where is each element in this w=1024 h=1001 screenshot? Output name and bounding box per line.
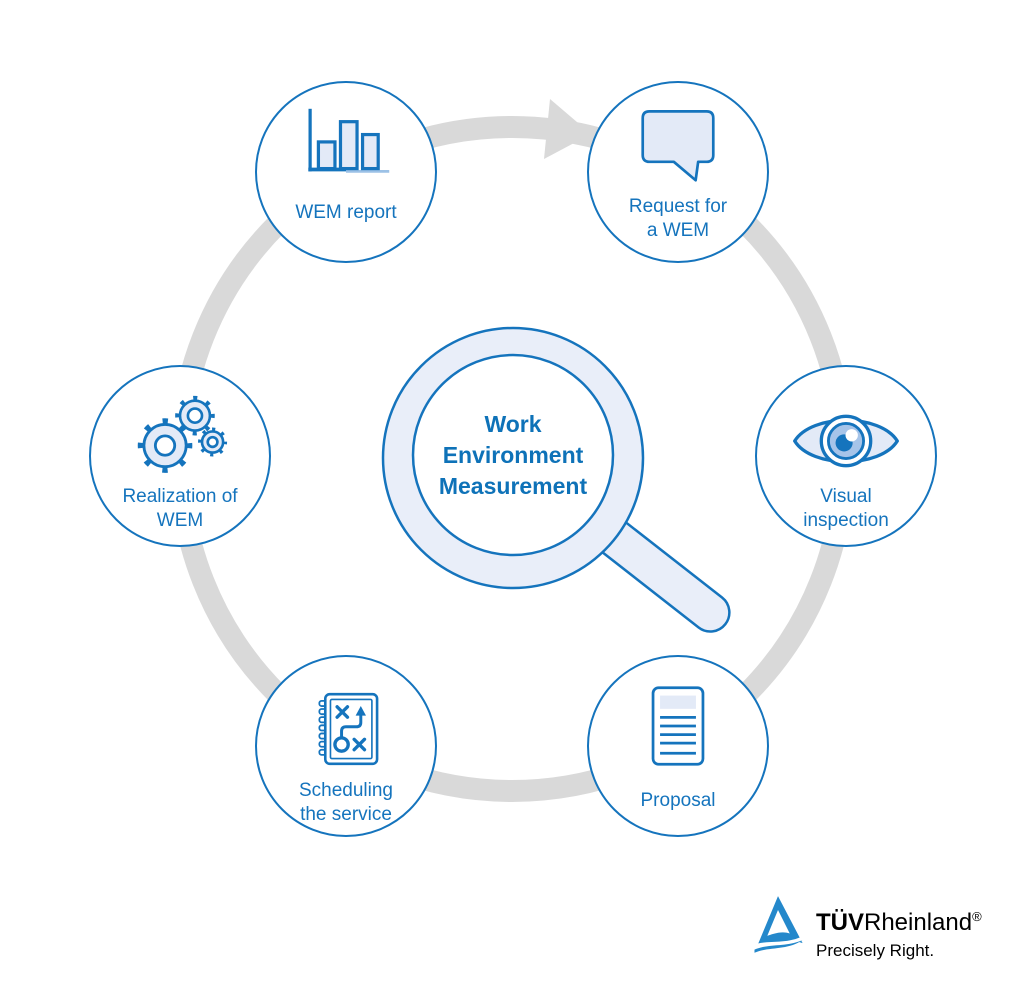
node-label-line: Visual [820,486,872,507]
center-title-line: Environment [442,442,584,468]
strategy-notebook-icon [318,692,379,766]
bar-chart-icon [308,108,390,173]
tuv-triangle-icon [752,896,804,953]
arrowhead-icon [544,99,591,159]
magnifier-lens [411,353,615,557]
eye-icon [793,414,899,468]
node-wem-report: WEM report [255,81,437,263]
node-label-line: Scheduling [298,780,394,801]
node-label-line: WEM report [295,202,397,223]
brand-regular-text: Rheinland [864,909,973,936]
node-label-line: inspection [803,510,889,531]
node-label: Realization of WEM [122,485,237,533]
document-icon [651,686,705,766]
node-label: Proposal [641,789,716,813]
node-request-for-wem: Request for a WEM [587,81,769,263]
node-label-line: Request for [628,196,728,217]
speech-bubble-icon [641,110,715,182]
node-realization-of-wem: Realization of WEM [89,365,271,547]
registered-mark: ® [972,909,982,924]
node-label-line: a WEM [646,220,710,241]
brand-bold-text: TÜV [816,909,864,936]
node-label: Request for a WEM [629,195,727,243]
brand-tagline: Precisely Right. [816,941,935,960]
node-label-line: the service [300,804,392,825]
center-title-line: Measurement [438,473,588,499]
node-label: Scheduling the service [299,779,393,827]
node-proposal: Proposal [587,655,769,837]
center-title-line: Work [484,411,542,437]
node-label-line: WEM [156,510,204,531]
center-title: Work Environment Measurement [403,409,623,502]
node-label: WEM report [295,201,396,225]
gears-icon [137,395,228,473]
node-scheduling-service: Scheduling the service [255,655,437,837]
node-label-line: Realization of [122,486,238,507]
brand-wordmark: TÜVRheinland® [816,904,982,936]
node-visual-inspection: Visual inspection [755,365,937,547]
tuv-rheinland-logo: TÜVRheinland® Precisely Right. [750,894,982,961]
node-label: Visual inspection [803,485,889,533]
node-label-line: Proposal [640,790,716,811]
